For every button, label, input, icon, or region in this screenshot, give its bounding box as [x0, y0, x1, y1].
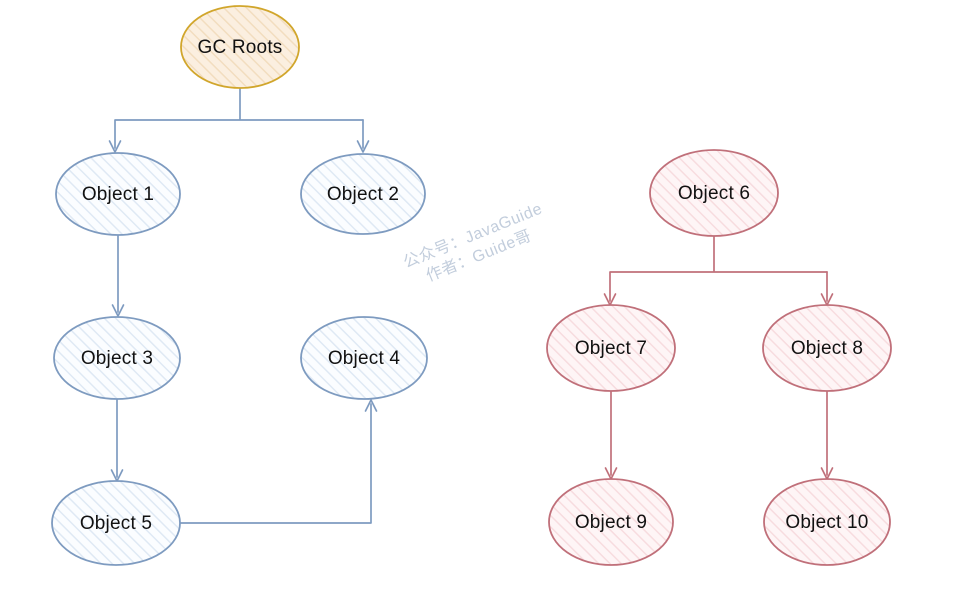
edge-path: [114, 87, 364, 149]
node-ellipse: [762, 304, 892, 392]
edge-object5-to-object4: [179, 399, 378, 524]
node-label: Object 4: [328, 348, 401, 369]
node-object-3[interactable]: Object 3: [53, 316, 181, 400]
watermark: 公众号：JavaGuide 作者：Guide哥: [401, 199, 545, 285]
node-object-6[interactable]: Object 6: [649, 149, 779, 237]
node-label: Object 9: [575, 512, 647, 533]
node-ellipse: [548, 478, 674, 566]
node-ellipse: [180, 5, 300, 89]
node-label: Object 5: [80, 513, 152, 534]
edge-path: [609, 235, 828, 302]
edge-gcroots-to-object1: [108, 87, 364, 153]
node-object-10[interactable]: Object 10: [763, 478, 891, 566]
node-ellipse: [55, 152, 181, 236]
arrowhead-icon: [108, 140, 122, 153]
edge-gcroots-to-object2: [356, 119, 370, 153]
edge-object8-to-object10: [820, 390, 834, 480]
node-object-4[interactable]: Object 4: [300, 316, 428, 400]
node-ellipse: [649, 149, 779, 237]
node-ellipse: [53, 316, 181, 400]
node-label: Object 8: [791, 338, 863, 359]
node-object-5[interactable]: Object 5: [51, 480, 181, 566]
node-ellipse: [763, 478, 891, 566]
node-ellipse: [300, 316, 428, 400]
node-object-8[interactable]: Object 8: [762, 304, 892, 392]
node-object-9[interactable]: Object 9: [548, 478, 674, 566]
node-label: Object 3: [81, 348, 153, 369]
edge-object6-to-object8: [820, 271, 834, 306]
arrowhead-icon: [364, 399, 378, 412]
edge-object3-to-object5: [110, 398, 124, 482]
arrowhead-icon: [356, 140, 370, 153]
node-object-2[interactable]: Object 2: [300, 153, 426, 235]
node-label: GC Roots: [197, 37, 282, 58]
node-object-1[interactable]: Object 1: [55, 152, 181, 236]
edge-path: [179, 403, 372, 524]
node-label: Object 7: [575, 338, 647, 359]
node-ellipse: [546, 304, 676, 392]
edge-object1-to-object3: [111, 234, 125, 317]
node-label: Object 6: [678, 183, 750, 204]
node-gc-roots[interactable]: GC Roots: [180, 5, 300, 89]
arrowhead-icon: [111, 304, 125, 317]
edge-object7-to-object9: [604, 390, 618, 480]
node-ellipse: [300, 153, 426, 235]
node-label: Object 10: [785, 512, 868, 533]
node-label: Object 1: [82, 184, 154, 205]
node-ellipse: [51, 480, 181, 566]
node-object-7[interactable]: Object 7: [546, 304, 676, 392]
edge-object6-to-object7: [603, 235, 828, 306]
node-label: Object 2: [327, 184, 399, 205]
